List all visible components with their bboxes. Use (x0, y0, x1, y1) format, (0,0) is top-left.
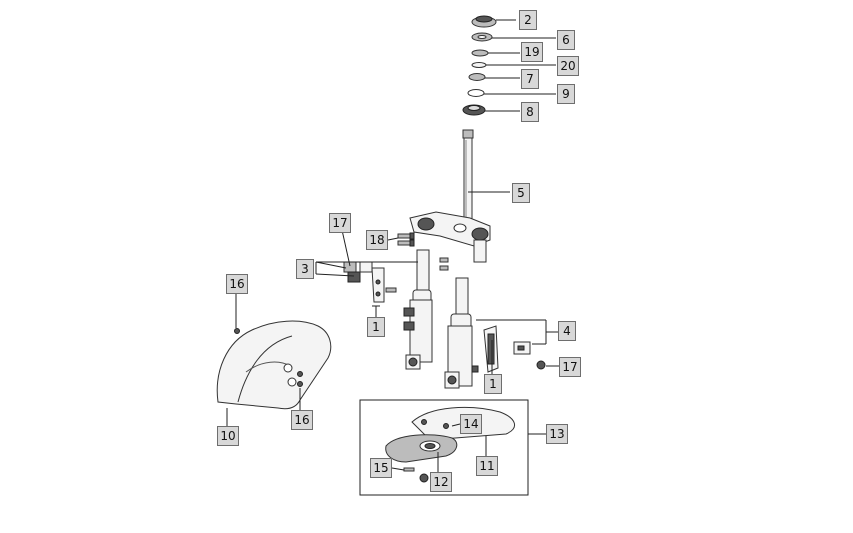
washer-part-20 (471, 62, 487, 68)
top-nut-part (471, 15, 497, 28)
callout-7: 7 (521, 69, 539, 89)
callout-13: 13 (546, 424, 568, 444)
callout-18: 18 (366, 230, 388, 250)
callout-5: 5 (512, 183, 530, 203)
callout-8: 8 (521, 102, 539, 122)
left-fork-leg-part (405, 249, 433, 370)
callout-2: 2 (519, 10, 537, 30)
leader-lines (226, 19, 560, 472)
callout-15: 15 (370, 458, 392, 478)
fender-bolt-part-top (234, 328, 240, 334)
callout-1-left: 1 (367, 317, 385, 337)
screw-part-15 (403, 467, 429, 483)
washer-part-6 (471, 32, 493, 42)
sub-assembly-frame (359, 399, 529, 496)
callout-1-right: 1 (484, 374, 502, 394)
callout-19: 19 (521, 42, 543, 62)
callout-11: 11 (476, 456, 498, 476)
steering-stem-part (462, 129, 474, 229)
washer-part-19 (471, 49, 489, 57)
callout-6: 6 (557, 30, 575, 50)
ring-part-9 (467, 89, 485, 97)
callout-9: 9 (557, 84, 575, 104)
callout-17-right: 17 (559, 357, 581, 377)
callout-16-top: 16 (226, 274, 248, 294)
callout-16-bottom: 16 (291, 410, 313, 430)
callout-12: 12 (430, 472, 452, 492)
clamp-bolts-part (397, 232, 449, 271)
callout-17-top: 17 (329, 213, 351, 233)
bearing-part-8 (462, 104, 486, 116)
front-fender-part (216, 320, 332, 410)
callout-3: 3 (296, 259, 314, 279)
right-fork-leg-part (444, 277, 473, 389)
fender-bolt-part-side (297, 371, 303, 387)
washer-part-7 (468, 73, 486, 81)
callout-10: 10 (217, 426, 239, 446)
callout-14: 14 (460, 414, 482, 434)
right-bracket-part (471, 325, 546, 373)
left-bracket-part (343, 261, 415, 331)
triple-clamp-part (409, 211, 491, 263)
callout-20: 20 (557, 56, 579, 76)
callout-4: 4 (558, 321, 576, 341)
mud-flap-part (385, 434, 458, 463)
